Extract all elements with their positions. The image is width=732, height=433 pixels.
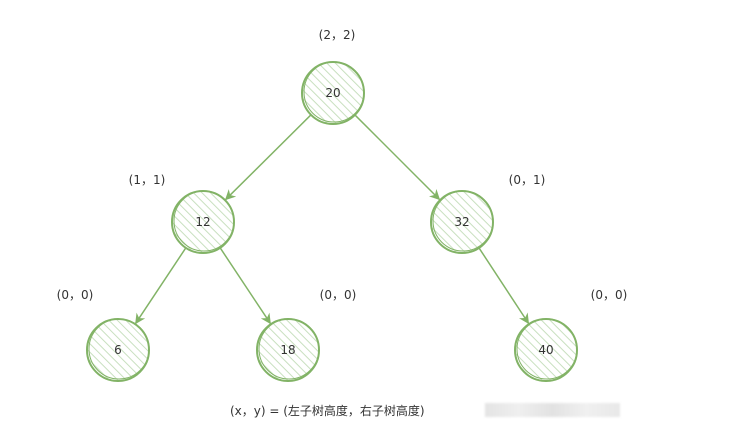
edge-n20-n32 [354, 114, 441, 201]
node-sketch-outline [303, 61, 365, 123]
node-sketch-outline [173, 190, 235, 252]
edge-n32-n40 [478, 247, 530, 325]
tree-node-12: 12 [171, 190, 235, 254]
tree-node-18: 18 [256, 318, 320, 382]
tree-node-6: 6 [86, 318, 150, 382]
tree-node-40: 40 [514, 318, 578, 382]
tree-node-32: 32 [430, 190, 494, 254]
height-label-20: (2，2) [318, 28, 356, 42]
legend-caption: (x，y) = (左子树高度，右子树高度) [230, 404, 425, 418]
node-value: 6 [114, 343, 122, 357]
height-label-40: (0，0) [590, 288, 628, 302]
height-label-6: (0，0) [56, 288, 94, 302]
edge-n20-n12 [224, 114, 312, 201]
node-sketch-outline [432, 190, 494, 252]
node-value: 40 [538, 343, 553, 357]
edge-n12-n6 [135, 247, 187, 325]
node-sketch-outline [258, 318, 320, 380]
node-value: 32 [454, 215, 469, 229]
node-value: 20 [325, 86, 340, 100]
height-label-12: (1，1) [128, 173, 166, 187]
edge-n12-n18 [219, 247, 271, 325]
node-value: 18 [280, 343, 295, 357]
node-value: 12 [195, 215, 210, 229]
node-sketch-outline [516, 318, 578, 380]
height-label-18: (0，0) [319, 288, 357, 302]
blurred-watermark [485, 403, 620, 417]
height-label-32: (0，1) [508, 173, 546, 187]
tree-node-20: 20 [301, 61, 365, 125]
node-sketch-outline [88, 318, 150, 380]
